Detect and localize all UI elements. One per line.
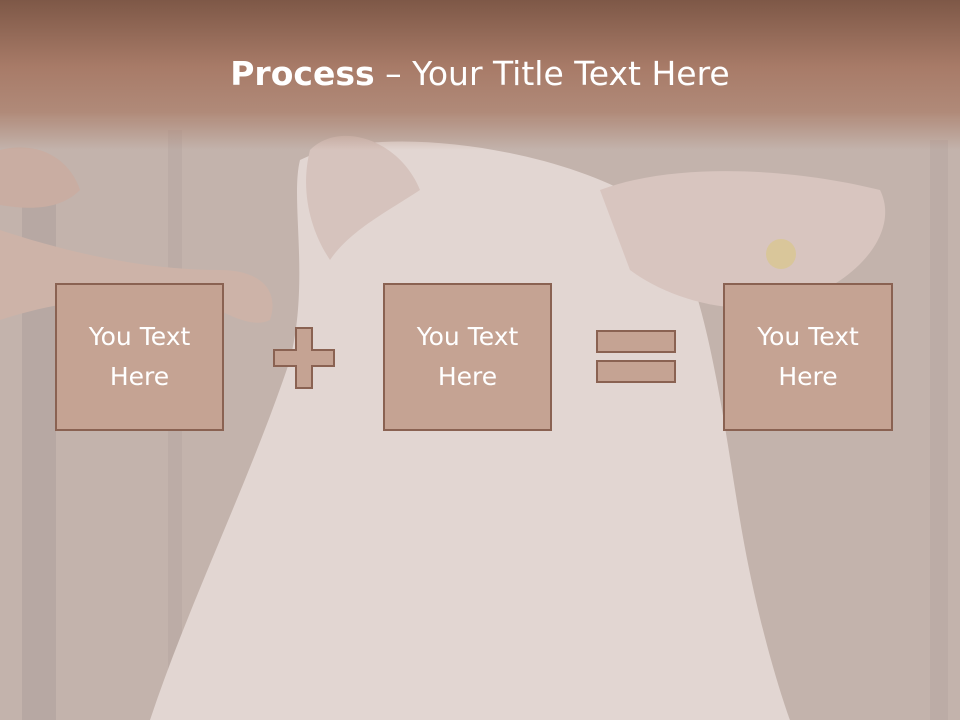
process-box-2-text: You Text Here <box>416 322 519 391</box>
process-box-2: You Text Here <box>383 283 552 431</box>
title-rest: – Your Title Text Here <box>374 54 730 93</box>
process-box-3: You Text Here <box>723 283 893 431</box>
plus-icon <box>273 327 335 389</box>
title-band <box>0 0 960 150</box>
slide-title: Process – Your Title Text Here <box>0 52 960 96</box>
process-box-1: You Text Here <box>55 283 224 431</box>
process-box-3-text: You Text Here <box>757 322 859 391</box>
process-box-1-text: You Text Here <box>88 322 191 391</box>
equals-icon <box>596 330 676 383</box>
title-bold: Process <box>230 54 375 93</box>
